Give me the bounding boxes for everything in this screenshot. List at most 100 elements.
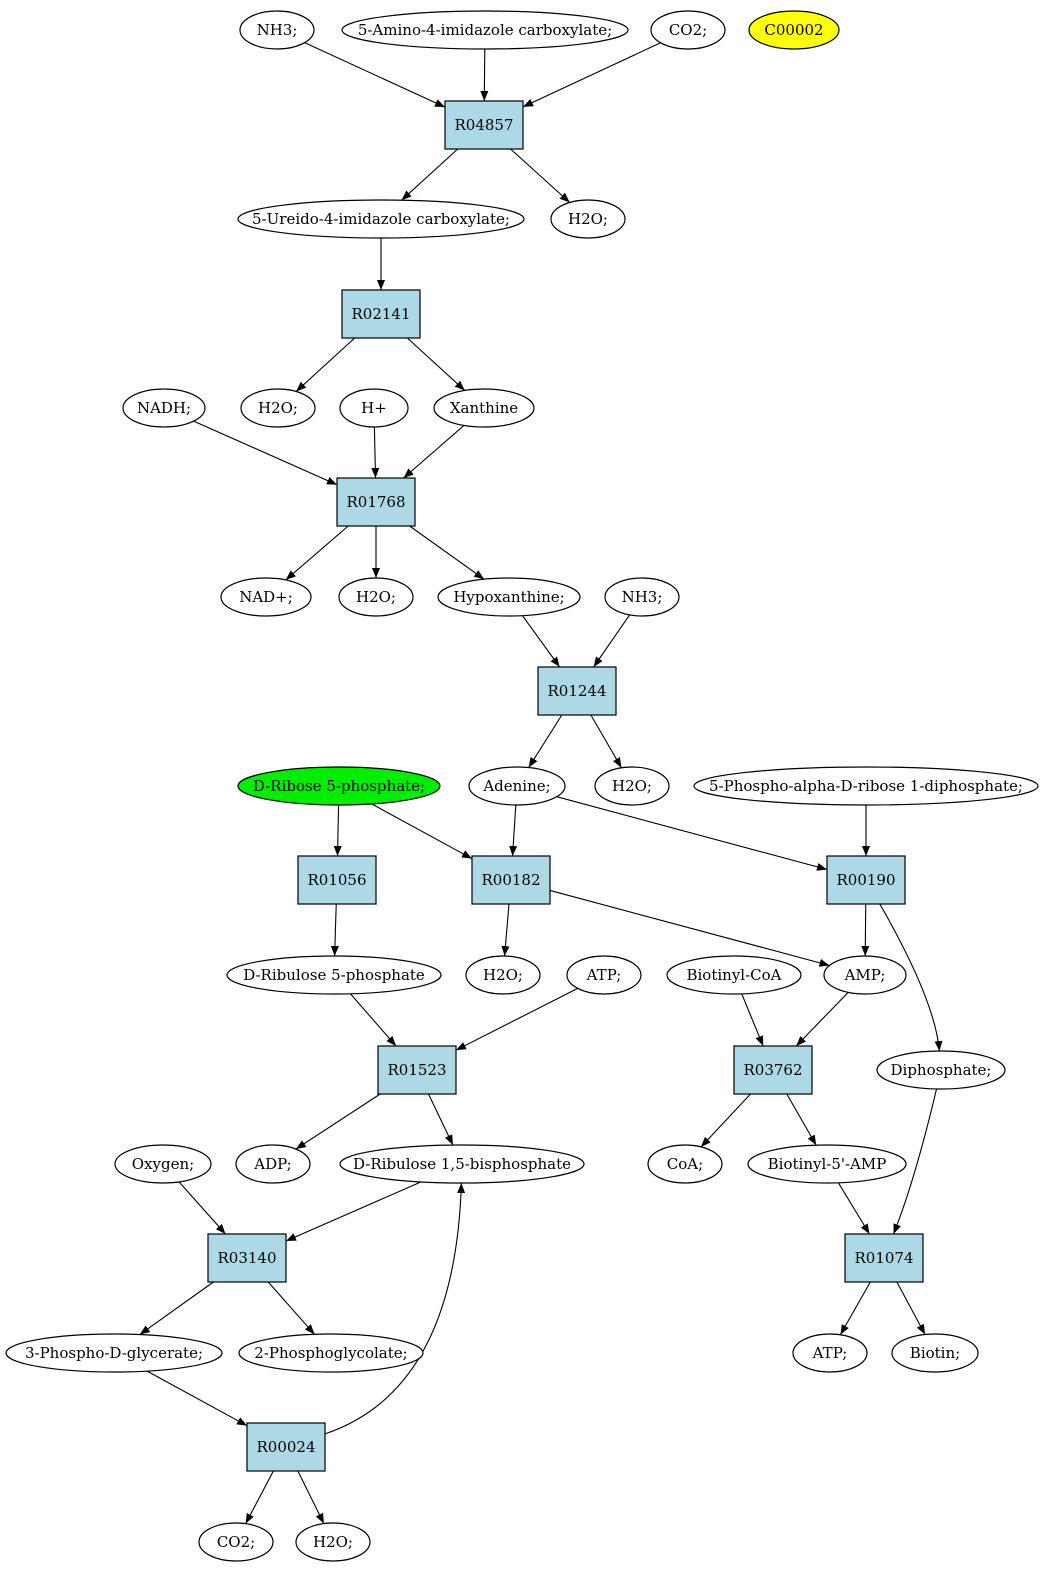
reaction-node-r00190: R00190 bbox=[826, 855, 906, 905]
metabolite-ellipse bbox=[594, 766, 670, 806]
node-label: H+ bbox=[361, 399, 387, 417]
reaction-box bbox=[336, 477, 416, 527]
node-label: H2O; bbox=[483, 966, 523, 984]
metabolite-ellipse bbox=[338, 577, 414, 617]
metabolite-node-diphosphate: Diphosphate; bbox=[876, 1050, 1006, 1090]
edge-r01768-to-nadplus bbox=[285, 525, 349, 581]
metabolite-ellipse bbox=[468, 766, 566, 806]
edge-dribulose15bp-to-r03140 bbox=[285, 1181, 422, 1242]
metabolite-ellipse bbox=[823, 955, 907, 995]
edge-r00182-to-h2o_e bbox=[501, 903, 510, 957]
edge-r04857-to-ureido_imid bbox=[401, 148, 459, 201]
metabolite-ellipse bbox=[339, 388, 409, 428]
node-label: R01768 bbox=[346, 493, 405, 511]
node-label: D-Ribose 5-phosphate; bbox=[253, 777, 425, 795]
metabolite-node-hplus: H+ bbox=[339, 388, 409, 428]
metabolite-node-atp_b: ATP; bbox=[792, 1333, 868, 1373]
reaction-node-r01056: R01056 bbox=[297, 855, 377, 905]
edges-layer bbox=[139, 42, 943, 1524]
edge-dribulose5p-to-r01523 bbox=[349, 993, 397, 1047]
node-label: Hypoxanthine; bbox=[453, 588, 564, 606]
metabolite-ellipse bbox=[747, 1144, 907, 1184]
reaction-node-r01244: R01244 bbox=[537, 666, 617, 716]
nodes-layer: NH3;5-Amino-4-imidazole carboxylate;CO2;… bbox=[5, 10, 1039, 1562]
metabolite-node-biotinylcoa: Biotinyl-CoA bbox=[666, 955, 802, 995]
edge-r01523-to-dribulose15bp bbox=[427, 1093, 454, 1146]
metabolite-ellipse bbox=[792, 1333, 868, 1373]
edge-amp-to-r03762 bbox=[795, 991, 849, 1047]
reaction-node-r00024: R00024 bbox=[246, 1422, 326, 1472]
edge-hplus-to-r01768 bbox=[371, 426, 380, 479]
metabolite-ellipse bbox=[650, 10, 726, 50]
node-label: Biotin; bbox=[910, 1344, 960, 1362]
edge-r01074-to-biotin bbox=[896, 1281, 926, 1335]
metabolite-ellipse bbox=[876, 1050, 1006, 1090]
metabolite-ellipse bbox=[647, 1144, 723, 1184]
metabolite-node-amp: AMP; bbox=[823, 955, 907, 995]
metabolite-node-hypoxanthine: Hypoxanthine; bbox=[437, 577, 581, 617]
reaction-node-r02141: R02141 bbox=[341, 289, 421, 339]
metabolite-ellipse bbox=[198, 1522, 274, 1562]
metabolite-ellipse bbox=[235, 1144, 311, 1184]
metabolite-ellipse bbox=[5, 1333, 223, 1373]
metabolite-ellipse bbox=[295, 1522, 371, 1562]
reaction-box bbox=[537, 666, 617, 716]
reaction-box bbox=[444, 100, 524, 150]
node-label: Biotinyl-CoA bbox=[686, 966, 781, 984]
edge-diphosphate-to-r01074 bbox=[893, 1088, 938, 1235]
metabolite-ellipse bbox=[748, 10, 840, 50]
node-label: ADP; bbox=[253, 1155, 291, 1173]
node-label: R00024 bbox=[256, 1438, 315, 1456]
node-label: H2O; bbox=[612, 777, 652, 795]
edge-r01768-to-hypoxanthine bbox=[409, 525, 485, 580]
metabolite-node-adp: ADP; bbox=[235, 1144, 311, 1184]
metabolite-ellipse bbox=[339, 1144, 585, 1184]
edge-r01244-to-adenine bbox=[528, 714, 563, 768]
metabolite-node-biotin: Biotin; bbox=[891, 1333, 979, 1373]
node-label: 5-Amino-4-imidazole carboxylate; bbox=[358, 21, 612, 39]
metabolite-node-pglycerate: 3-Phospho-D-glycerate; bbox=[5, 1333, 223, 1373]
edge-dribose5p-to-r01056 bbox=[333, 804, 342, 857]
edge-nh3_a-to-r04857 bbox=[304, 42, 446, 108]
reaction-box bbox=[377, 1045, 457, 1095]
node-label: H2O; bbox=[258, 399, 298, 417]
node-label: R01074 bbox=[854, 1249, 913, 1267]
node-label: Adenine; bbox=[482, 777, 550, 795]
node-label: D-Ribulose 1,5-bisphosphate bbox=[353, 1155, 571, 1173]
node-label: R00182 bbox=[481, 871, 540, 889]
metabolite-node-biotinyl5amp: Biotinyl-5'-AMP bbox=[747, 1144, 907, 1184]
edge-r01056-to-dribulose5p bbox=[330, 903, 339, 957]
reaction-box bbox=[207, 1233, 287, 1283]
metabolite-node-nh3_b: NH3; bbox=[604, 577, 680, 617]
metabolite-node-dribulose5p: D-Ribulose 5-phosphate bbox=[226, 955, 442, 995]
metabolite-node-h2o_f: H2O; bbox=[295, 1522, 371, 1562]
reaction-box bbox=[733, 1045, 813, 1095]
metabolite-node-h2o_b: H2O; bbox=[240, 388, 316, 428]
metabolite-node-dribose5p: D-Ribose 5-phosphate; bbox=[237, 766, 441, 806]
node-label: H2O; bbox=[356, 588, 396, 606]
metabolite-ellipse bbox=[566, 955, 642, 995]
edge-atp_a-to-r01523 bbox=[455, 987, 578, 1051]
reaction-node-r04857: R04857 bbox=[444, 100, 524, 150]
node-label: AMP; bbox=[844, 966, 886, 984]
node-label: R01523 bbox=[387, 1061, 446, 1079]
metabolite-node-coa: CoA; bbox=[647, 1144, 723, 1184]
node-label: R01244 bbox=[547, 682, 606, 700]
reaction-node-r01074: R01074 bbox=[844, 1233, 924, 1283]
edge-r01523-to-adp bbox=[295, 1093, 381, 1150]
metabolite-ellipse bbox=[226, 955, 442, 995]
node-label: Oxygen; bbox=[132, 1155, 194, 1173]
edge-r00024-to-dribulose15bp bbox=[324, 1182, 466, 1435]
edge-adenine-to-r00190 bbox=[556, 796, 828, 871]
metabolite-ellipse bbox=[666, 955, 802, 995]
edge-r03762-to-coa bbox=[700, 1093, 751, 1148]
metabolite-ellipse bbox=[465, 955, 541, 995]
metabolite-node-xanthine: Xanthine bbox=[433, 388, 535, 428]
node-label: R03140 bbox=[217, 1249, 276, 1267]
edge-r01074-to-atp_b bbox=[839, 1281, 871, 1336]
metabolite-node-c00002: C00002 bbox=[748, 10, 840, 50]
edge-pglycerate-to-r00024 bbox=[146, 1370, 248, 1427]
metabolite-ellipse bbox=[237, 199, 525, 239]
edge-adenine-to-r00182 bbox=[509, 804, 518, 857]
